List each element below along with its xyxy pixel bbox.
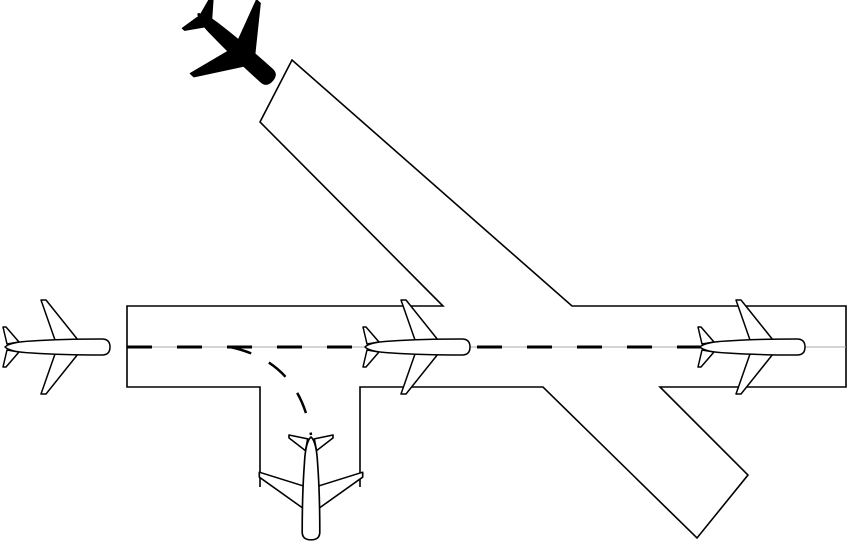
airplane-left (2, 299, 111, 395)
airplane-center (362, 299, 471, 395)
runway-outline (126, 58, 847, 540)
airplane-right (697, 299, 806, 395)
taxi-turn-path-dashed (229, 345, 313, 436)
airplane-taxiway (258, 434, 364, 541)
airplane-approaching (162, 0, 307, 119)
